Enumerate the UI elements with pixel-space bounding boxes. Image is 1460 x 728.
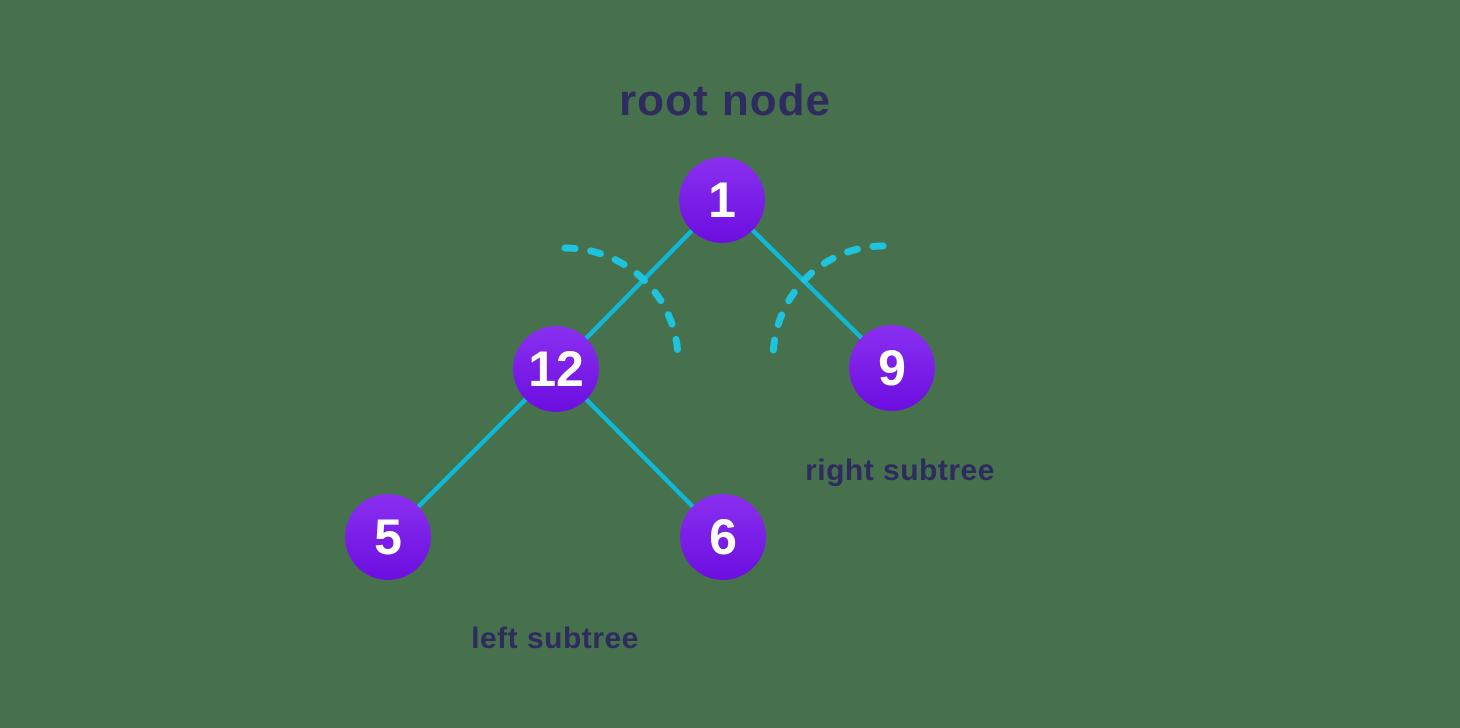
- root-node-circle: [679, 157, 765, 243]
- left-right-value: 6: [709, 509, 737, 565]
- left-left-circle: [345, 494, 431, 580]
- right-subtree-divider-arc: [769, 242, 887, 363]
- left-subtree-divider-arc: [561, 244, 682, 364]
- tree-node-left-right: 6: [680, 494, 766, 580]
- right-child-value: 9: [878, 340, 906, 396]
- left-subtree-label: left subtree: [471, 622, 639, 655]
- tree-node-root: 1: [679, 157, 765, 243]
- right-subtree-label: right subtree: [805, 454, 995, 487]
- tree-node-right-child: 9: [849, 325, 935, 411]
- root-node-value: 1: [708, 172, 736, 228]
- left-child-circle: [513, 326, 599, 412]
- tree-node-left-child: 12: [513, 326, 599, 412]
- right-child-circle: [849, 325, 935, 411]
- left-right-circle: [680, 494, 766, 580]
- left-left-value: 5: [374, 509, 402, 565]
- tree-node-left-left: 5: [345, 494, 431, 580]
- root-node-title: root node: [619, 76, 831, 125]
- left-child-value: 12: [528, 341, 584, 397]
